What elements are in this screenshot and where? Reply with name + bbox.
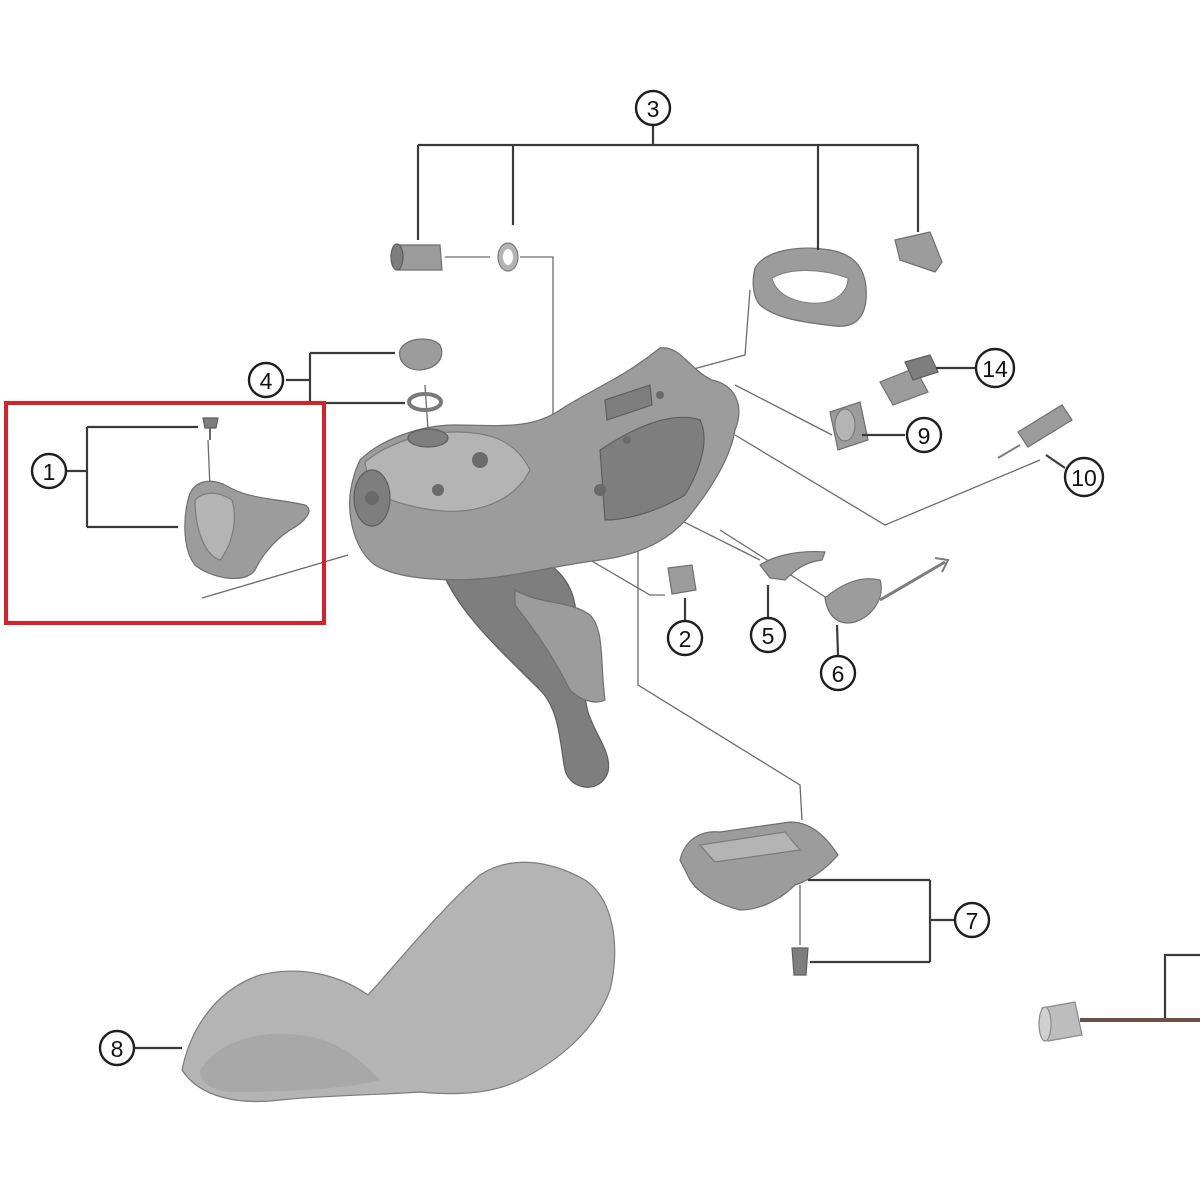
callout-5: 5 xyxy=(749,616,787,654)
part-7-base-cover xyxy=(679,821,839,976)
callout-9: 9 xyxy=(905,416,943,454)
callout-4: 4 xyxy=(247,361,285,399)
callout-6: 6 xyxy=(819,654,857,692)
top-cap-o-ring xyxy=(407,392,443,412)
svg-text:5: 5 xyxy=(762,623,775,649)
callout-2: 2 xyxy=(666,619,704,657)
part-4-top-cap xyxy=(399,338,443,412)
callout-14: 14 xyxy=(974,347,1016,389)
callout-7: 7 xyxy=(953,901,991,939)
top-cap xyxy=(399,338,443,371)
part-14-adjuster xyxy=(879,354,939,406)
highlight-box xyxy=(4,401,326,625)
clamp-bolt-right xyxy=(894,231,943,273)
top-mount-hole xyxy=(407,428,449,448)
part-3-clamp-hardware xyxy=(390,231,943,327)
lever-rear-tab xyxy=(604,384,653,421)
callout-8: 8 xyxy=(98,1029,136,1067)
svg-text:10: 10 xyxy=(1071,465,1097,491)
shift-lever-blade xyxy=(514,588,606,703)
cap-screw xyxy=(202,417,219,429)
callout-1: 1 xyxy=(30,452,68,490)
svg-text:8: 8 xyxy=(111,1036,124,1062)
svg-text:7: 7 xyxy=(966,908,979,934)
inner-cable-with-end xyxy=(1038,1001,1200,1042)
callout-leaders xyxy=(67,125,1200,1050)
part-10-cable-end xyxy=(997,404,1073,459)
svg-text:1: 1 xyxy=(43,459,56,485)
svg-text:2: 2 xyxy=(679,626,692,652)
part-9-bushing xyxy=(829,401,869,451)
part-1-lever-cap xyxy=(184,417,310,579)
base-cover-screw xyxy=(791,947,809,976)
svg-text:14: 14 xyxy=(982,356,1008,382)
svg-text:3: 3 xyxy=(647,96,660,122)
part-2-clip xyxy=(667,564,697,595)
part-5-spring xyxy=(759,550,826,581)
callout-10: 10 xyxy=(1063,456,1105,498)
svg-text:4: 4 xyxy=(260,368,273,394)
lever-body-assembly xyxy=(349,347,740,788)
svg-text:9: 9 xyxy=(918,423,931,449)
svg-text:6: 6 xyxy=(832,661,845,687)
part-6-lever-insert xyxy=(824,557,950,624)
callout-3: 3 xyxy=(634,89,672,127)
